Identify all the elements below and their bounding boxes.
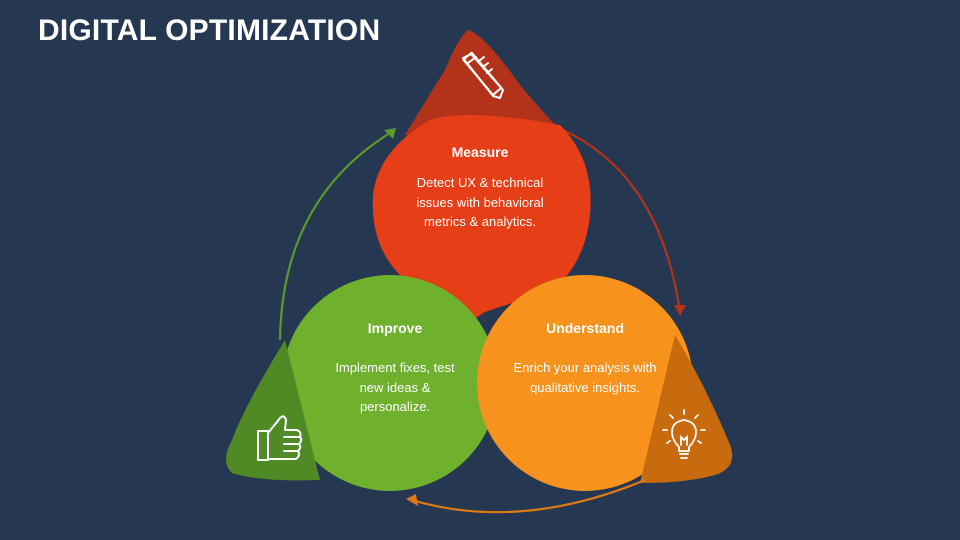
improve-description: Implement fixes, test new ideas & person…: [335, 360, 455, 414]
improve-circle: [282, 275, 498, 491]
improve-to-measure-arrow: [278, 132, 391, 341]
lightbulb-icon: [662, 409, 706, 459]
pencil-ruler-icon: [462, 51, 504, 99]
measure-arrowhead: [674, 305, 686, 316]
understand-description: Enrich your analysis with qualitative in…: [513, 360, 657, 395]
improve-arrowhead: [384, 128, 396, 139]
improve-title: Improve: [367, 320, 423, 336]
understand-arrowhead: [406, 494, 418, 506]
improve-outer-petal: [226, 340, 320, 481]
understand-circle: [477, 275, 693, 491]
understand-to-improve-arrow: [411, 478, 646, 514]
page-title: DIGITAL OPTIMIZATION: [38, 14, 381, 47]
measure-title: Measure: [451, 144, 509, 160]
measure-outer-petal: [405, 30, 565, 135]
measure-circle: [372, 115, 591, 330]
measure-description: Detect UX & technical issues with behavi…: [416, 175, 544, 229]
thumbs-up-icon: [257, 415, 303, 461]
understand-title: Understand: [546, 320, 624, 336]
measure-to-understand-arrow: [562, 129, 682, 313]
